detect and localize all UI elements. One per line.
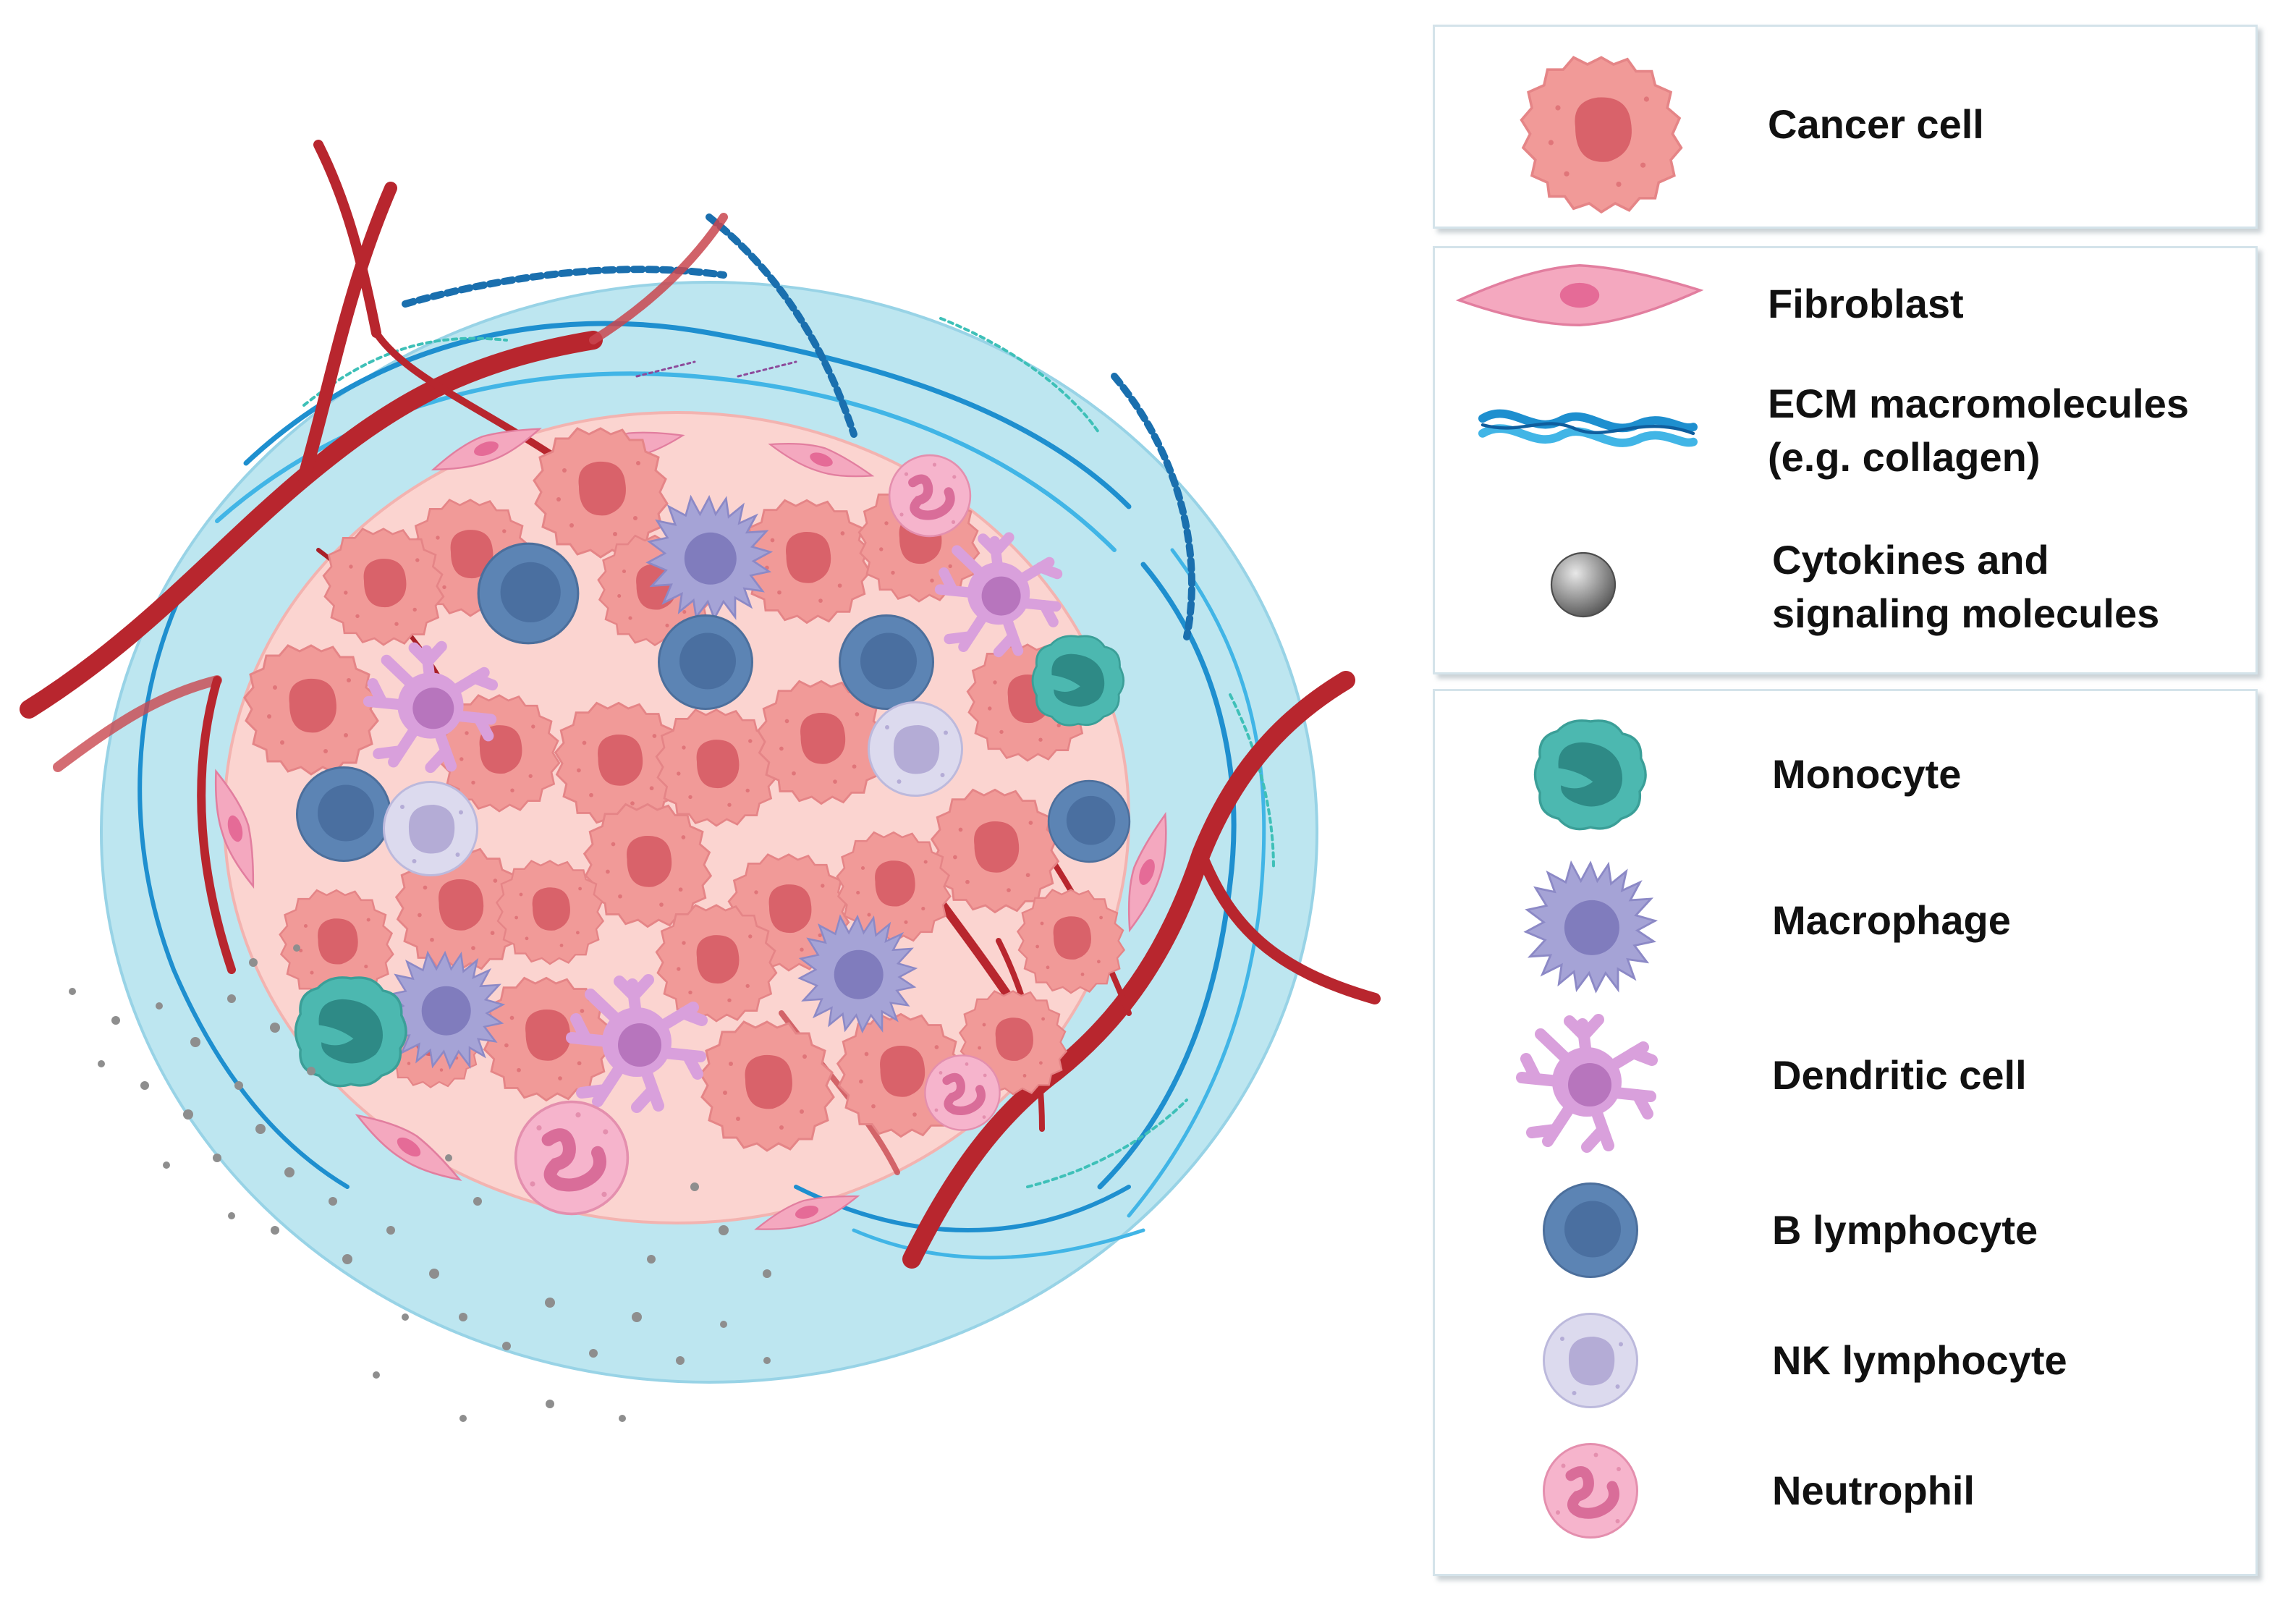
legend-label-cancer-cell: Cancer cell bbox=[1768, 101, 1984, 147]
legend-box-immune-cells: Monocyte Macrophage Dendritic cell B lym… bbox=[1433, 689, 2258, 1576]
legend-label-monocyte: Monocyte bbox=[1772, 751, 1962, 797]
nk-lymphocyte-icon bbox=[1543, 1313, 1638, 1408]
legend-item-cytokines: Cytokines and signaling molecules bbox=[1435, 516, 2255, 653]
legend-item-monocyte: Monocyte bbox=[1435, 706, 2255, 843]
dendritic-cell-icon bbox=[1515, 1010, 1659, 1154]
legend-label-b-lymphocyte: B lymphocyte bbox=[1772, 1207, 2038, 1253]
legend-label-neutrophil: Neutrophil bbox=[1772, 1468, 1975, 1513]
legend-label-cytokines-line2: signaling molecules bbox=[1772, 591, 2160, 636]
ecm-fiber-icon bbox=[1478, 393, 1695, 465]
legend-item-neutrophil: Neutrophil bbox=[1435, 1429, 2255, 1560]
legend-item-dendritic-cell: Dendritic cell bbox=[1435, 1002, 2255, 1147]
legend-label-fibroblast: Fibroblast bbox=[1768, 281, 1964, 326]
macrophage-icon bbox=[1525, 862, 1656, 992]
b-lymphocyte-icon bbox=[1543, 1182, 1638, 1278]
legend-item-ecm: ECM macromolecules (e.g. collagen) bbox=[1435, 364, 2255, 494]
neutrophil-icon bbox=[1536, 1436, 1645, 1545]
legend-item-nk-lymphocyte: NK lymphocyte bbox=[1435, 1299, 2255, 1429]
monocyte-icon bbox=[1533, 719, 1647, 831]
legend-box-tumor-cells: Cancer cell bbox=[1433, 25, 2258, 229]
cytokine-particles bbox=[69, 944, 771, 1422]
legend-box-stroma: Fibroblast ECM macromolecules (e.g. coll… bbox=[1433, 246, 2258, 674]
legend-item-cancer-cell: Cancer cell bbox=[1435, 40, 2255, 213]
legend-label-ecm-line2: (e.g. collagen) bbox=[1768, 434, 2041, 480]
tumor-microenvironment-illustration bbox=[20, 140, 1381, 1422]
legend-label-macrophage: Macrophage bbox=[1772, 897, 2011, 943]
cancer-cell-icon bbox=[1520, 56, 1683, 213]
legend-item-macrophage: Macrophage bbox=[1435, 850, 2255, 995]
legend-label-dendritic-cell: Dendritic cell bbox=[1772, 1052, 2027, 1098]
legend-label-ecm: ECM macromolecules bbox=[1768, 381, 2189, 426]
legend-label-nk-lymphocyte: NK lymphocyte bbox=[1772, 1337, 2067, 1383]
fibroblast-icon bbox=[1455, 264, 1704, 326]
legend-item-fibroblast: Fibroblast bbox=[1435, 248, 2255, 342]
cytokine-icon bbox=[1550, 551, 1617, 618]
legend-item-b-lymphocyte: B lymphocyte bbox=[1435, 1169, 2255, 1299]
legend-label-cytokines: Cytokines and bbox=[1772, 537, 2049, 583]
